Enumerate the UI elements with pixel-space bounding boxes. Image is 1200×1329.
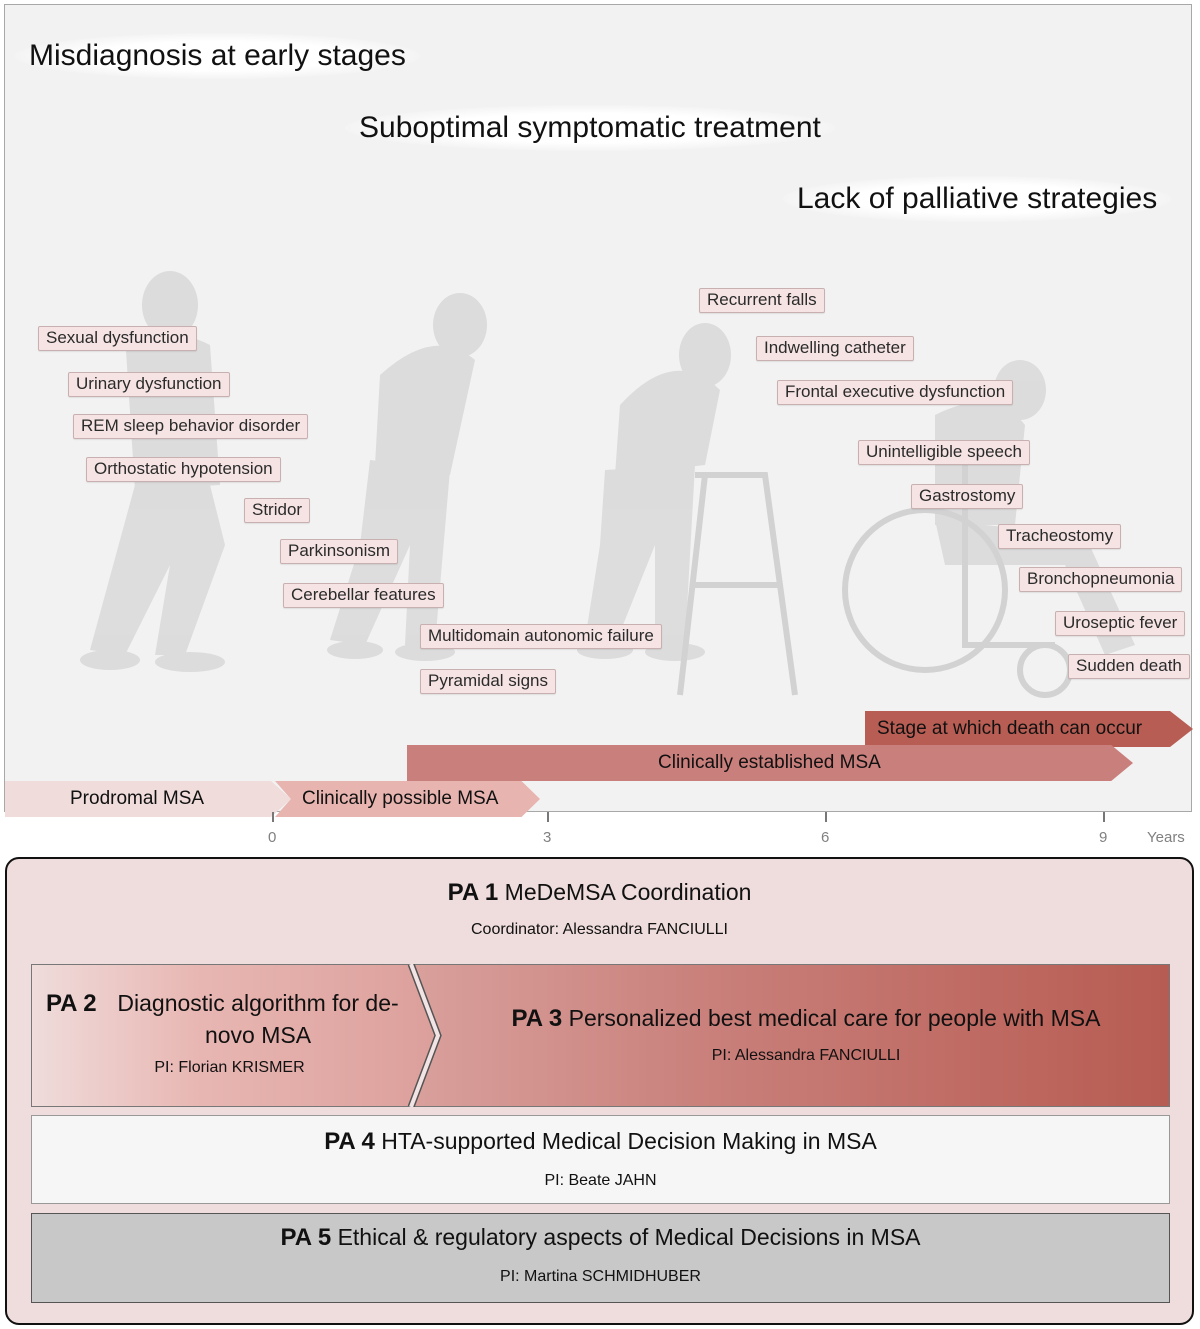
- symptom-tag: Bronchopneumonia: [1019, 567, 1183, 592]
- symptom-tag: Frontal executive dysfunction: [777, 380, 1014, 405]
- pa1-title: MeDeMSA Coordination: [504, 879, 752, 905]
- stage-established-arrow: Clinically established MSA: [407, 745, 1133, 781]
- axis-tick-label: 3: [543, 829, 552, 846]
- axis-tick: [272, 812, 274, 822]
- axis-tick: [825, 812, 827, 822]
- symptom-tag: Orthostatic hypotension: [86, 457, 281, 482]
- pa5-box: PA 5 Ethical & regulatory aspects of Med…: [31, 1213, 1170, 1303]
- pa4-heading: PA 4 HTA-supported Medical Decision Maki…: [32, 1128, 1169, 1156]
- pa3-pi: PI: Alessandra FANCIULLI: [711, 1047, 901, 1064]
- pa1-coordination: PA 1 MeDeMSA Coordination Coordinator: A…: [7, 879, 1192, 939]
- symptom-tag: Pyramidal signs: [420, 669, 556, 694]
- pa4-pi: PI: Beate JAHN: [544, 1172, 657, 1189]
- pa2-number: PA 2: [45, 990, 97, 1017]
- pa1-coordinator: Coordinator: Alessandra FANCIULLI: [470, 921, 728, 938]
- axis-tick-label: 0: [268, 829, 277, 846]
- axis-tick-label: 6: [821, 829, 830, 846]
- pa1-heading: PA 1 MeDeMSA Coordination: [7, 879, 1192, 907]
- project-areas-panel: PA 1 MeDeMSA Coordination Coordinator: A…: [5, 857, 1194, 1325]
- symptom-tag: Uroseptic fever: [1055, 611, 1186, 636]
- symptom-tag: Parkinsonism: [280, 539, 399, 564]
- challenge-palliative: Lack of palliative strategies: [783, 176, 1172, 222]
- pa3-title: Personalized best medical care for peopl…: [568, 1005, 1101, 1031]
- symptom-tag: Gastrostomy: [911, 484, 1024, 509]
- pa4-title: HTA-supported Medical Decision Making in…: [381, 1128, 877, 1154]
- symptom-tag: Indwelling catheter: [756, 336, 914, 361]
- axis-tick-label: 9: [1099, 829, 1108, 846]
- stage-death-arrow: Stage at which death can occur: [865, 711, 1193, 747]
- axis-tick: [547, 812, 549, 822]
- pa3-number: PA 3: [511, 1005, 563, 1032]
- figure-walking-icon: [80, 271, 225, 672]
- symptom-tag: Sexual dysfunction: [38, 326, 197, 351]
- pa3-box: PA 3 Personalized best medical care for …: [412, 964, 1170, 1107]
- symptom-tag: Recurrent falls: [699, 288, 825, 313]
- axis-tick: [1103, 812, 1105, 822]
- symptom-tag: Multidomain autonomic failure: [420, 624, 662, 649]
- pa2-pi: PI: Florian KRISMER: [154, 1059, 305, 1076]
- disease-timeline-panel: Misdiagnosis at early stages Suboptimal …: [4, 4, 1193, 817]
- axis-unit-label: Years: [1147, 829, 1185, 846]
- stage-possible-arrow: Clinically possible MSA: [275, 781, 540, 817]
- challenge-misdiagnosis: Misdiagnosis at early stages: [15, 33, 420, 79]
- pa4-box: PA 4 HTA-supported Medical Decision Maki…: [31, 1115, 1170, 1204]
- pa5-number: PA 5: [280, 1224, 332, 1251]
- symptom-tag: Unintelligible speech: [858, 440, 1030, 465]
- symptom-tag: Sudden death: [1068, 654, 1190, 679]
- pa5-heading: PA 5 Ethical & regulatory aspects of Med…: [32, 1224, 1169, 1252]
- symptom-tag: Cerebellar features: [283, 583, 444, 608]
- pa2-pa3-chevron-divider: [407, 964, 442, 1107]
- pa5-title: Ethical & regulatory aspects of Medical …: [337, 1224, 921, 1250]
- symptom-tag: REM sleep behavior disorder: [73, 414, 309, 439]
- pa3-heading: PA 3 Personalized best medical care for …: [443, 1005, 1169, 1033]
- symptom-tag: Stridor: [244, 498, 311, 523]
- pa2-heading: PA 2 Diagnostic algorithm for de-novo MS…: [32, 987, 427, 1051]
- stage-prodromal-arrow: Prodromal MSA: [5, 781, 291, 817]
- pa1-number: PA 1: [447, 879, 499, 906]
- symptom-tag: Tracheostomy: [998, 524, 1122, 549]
- pa4-number: PA 4: [324, 1128, 375, 1155]
- pa5-pi: PI: Martina SCHMIDHUBER: [500, 1268, 701, 1285]
- symptom-tag: Urinary dysfunction: [68, 372, 230, 397]
- pa2-title: Diagnostic algorithm for de-novo MSA: [117, 990, 399, 1048]
- figure-walker-icon: [577, 323, 731, 661]
- pa2-box: PA 2 Diagnostic algorithm for de-novo MS…: [31, 964, 441, 1107]
- challenge-suboptimal-treatment: Suboptimal symptomatic treatment: [345, 105, 835, 151]
